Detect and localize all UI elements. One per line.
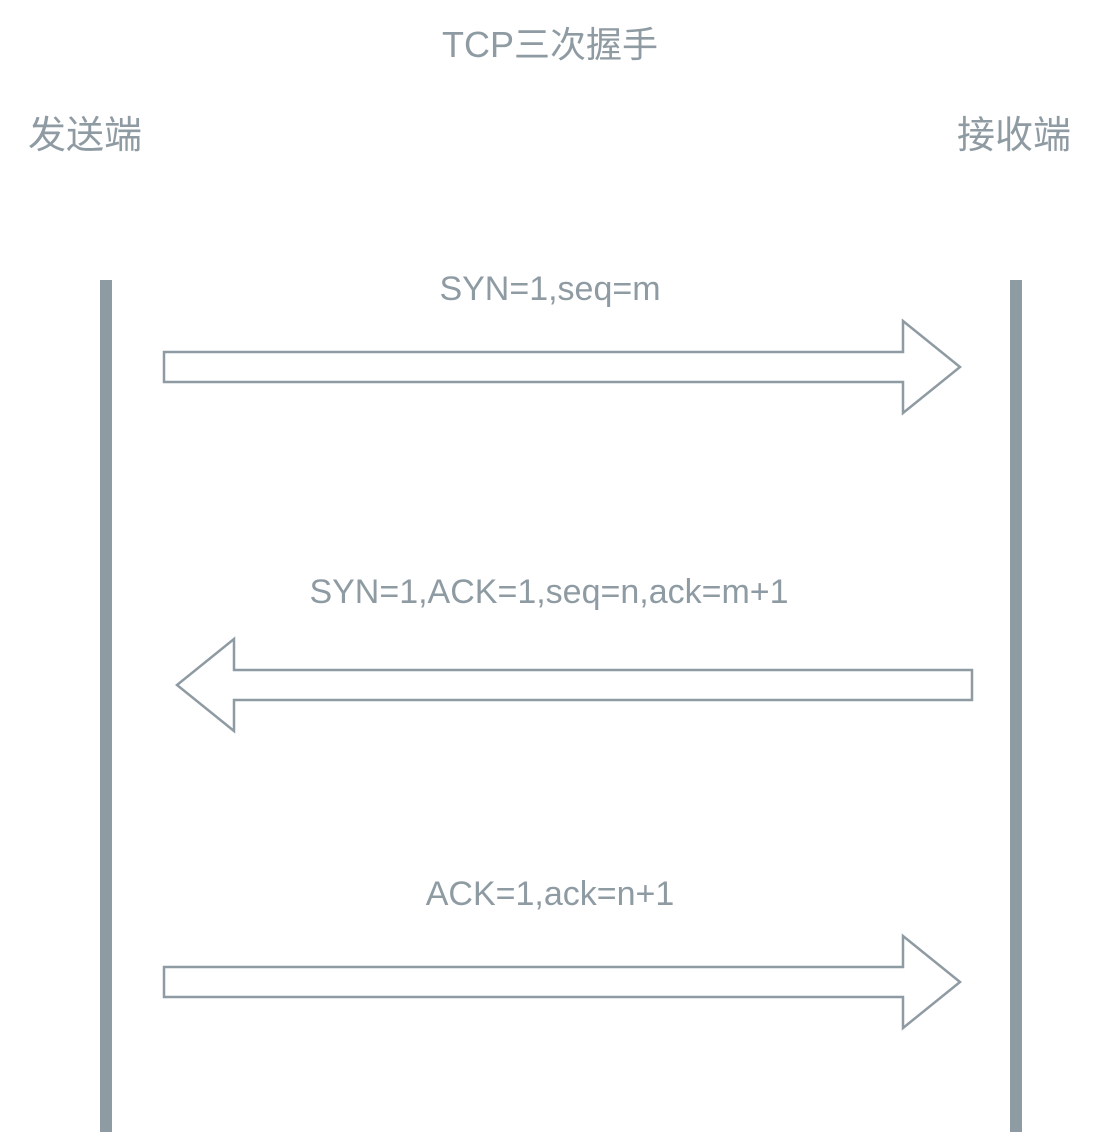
message-2-label: SYN=1,ACK=1,seq=n,ack=m+1 bbox=[309, 573, 788, 611]
receiver-label: 接收端 bbox=[957, 115, 1071, 157]
message-2-arrow-left bbox=[175, 636, 974, 734]
sender-label: 发送端 bbox=[28, 115, 142, 157]
message-3-label: ACK=1,ack=n+1 bbox=[426, 875, 675, 913]
diagram-title: TCP三次握手 bbox=[442, 24, 658, 65]
message-1-label: SYN=1,seq=m bbox=[439, 270, 660, 308]
sender-lifeline bbox=[100, 280, 112, 1132]
receiver-lifeline bbox=[1010, 280, 1022, 1132]
message-1-arrow-right bbox=[162, 318, 962, 416]
message-3-arrow-right bbox=[162, 933, 962, 1031]
